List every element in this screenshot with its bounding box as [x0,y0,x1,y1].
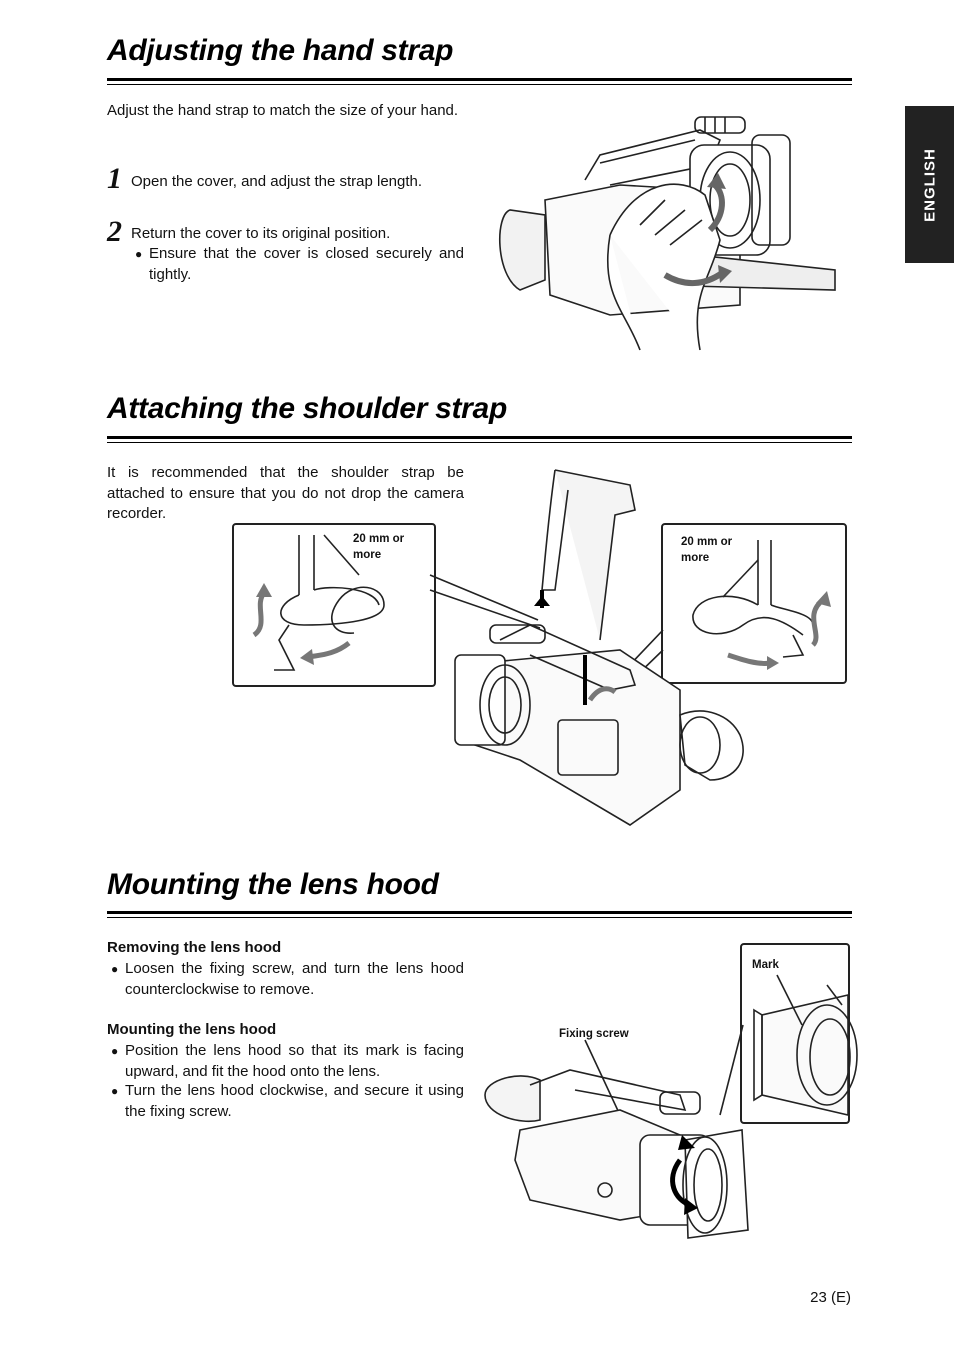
section-title-lens-hood: Mounting the lens hood [107,868,439,901]
step-number-2: 2 [107,215,122,248]
bullet-icon: ● [135,247,143,261]
step-2-text: Return the cover to its original positio… [131,225,391,242]
shoulder-strap-intro: It is recommended that the shoulder stra… [107,464,464,522]
mounting-bullet-2: ● Turn the lens hood clockwise, and secu… [111,1081,464,1122]
mounting-heading: Mounting the lens hood [107,1021,277,1038]
step-number-1: 1 [107,162,122,195]
mounting-bullet-2-text: Turn the lens hood clockwise, and secure… [125,1082,464,1120]
strap-detail-left-inset: 20 mm or more [232,523,436,687]
hand-strap-illustration [498,116,836,351]
left-callout-label: 20 mm or more [353,533,405,561]
section-title-hand-strap: Adjusting the hand strap [107,34,454,67]
step-2-bullet-text: Ensure that the cover is closed securely… [149,245,464,283]
mark-callout-label: Mark [752,959,779,971]
strap-loop-right-drawing [692,540,831,670]
hand-strap-intro: Adjust the hand strap to match the size … [107,102,459,119]
page-number: 23 (E) [810,1289,851,1306]
shoulder-strap-camera-illustration [429,469,744,826]
strap-detail-right-inset: 20 mm or more [661,523,847,684]
title-rule-thin [107,442,852,443]
language-tab-label: ENGLISH [921,147,938,222]
removing-bullet: ● Loosen the fixing screw, and turn the … [111,959,464,1000]
lens-hood-mark-inset: Mark [740,943,858,1124]
lens-hood-mark-drawing [753,974,858,1117]
bullet-icon: ● [111,1084,119,1098]
fixing-screw-callout-label: Fixing screw [559,1028,629,1040]
title-rule-thick [107,436,852,439]
title-rule-thick [107,78,852,81]
right-callout-label: 20 mm or more [681,536,733,564]
section-title-shoulder-strap: Attaching the shoulder strap [107,392,507,425]
title-rule-thin [107,84,852,85]
bullet-icon: ● [111,1044,119,1058]
strap-loop-left-drawing [252,534,385,671]
removing-heading: Removing the lens hood [107,939,282,956]
mounting-bullet-1: ● Position the lens hood so that its mar… [111,1041,464,1082]
mounting-bullet-1-text: Position the lens hood so that its mark … [125,1042,464,1080]
step-2-bullet: ● Ensure that the cover is closed secure… [135,244,464,285]
title-rule-thick [107,911,852,914]
lens-hood-camera-illustration [484,1024,749,1239]
removing-bullet-text: Loosen the fixing screw, and turn the le… [125,960,464,998]
bullet-icon: ● [111,962,119,976]
title-rule-thin [107,917,852,918]
step-1-text: Open the cover, and adjust the strap len… [131,173,423,190]
language-tab: ENGLISH [905,106,954,263]
